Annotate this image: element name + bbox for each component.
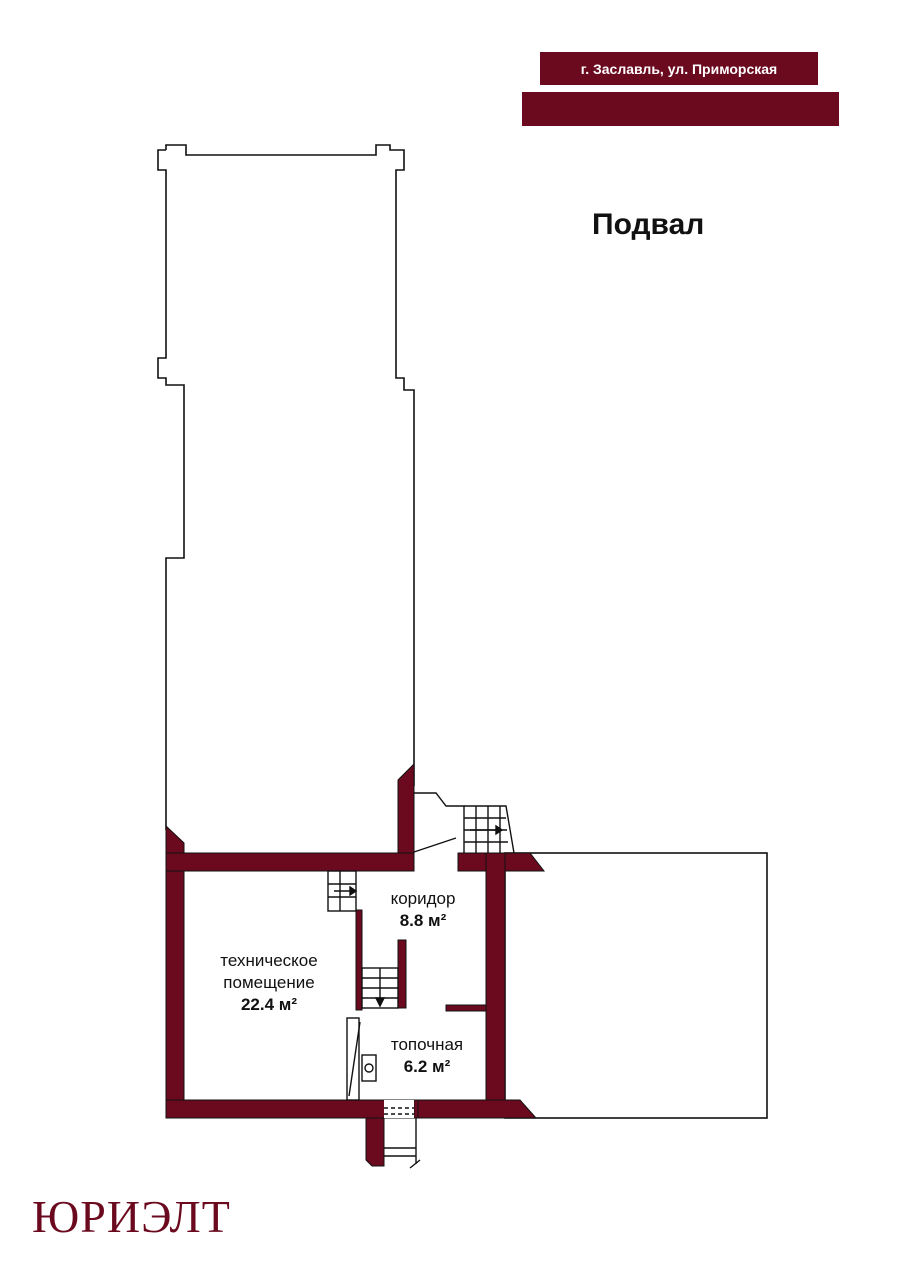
wall-upper-stub xyxy=(397,762,415,854)
room-label-tech: техническое помещение 22.4 м² xyxy=(196,950,342,1016)
room-area-boiler: 6.2 м² xyxy=(403,1057,451,1076)
door-boiler xyxy=(346,1017,377,1101)
wall-inner-partition xyxy=(355,909,363,1011)
address-text: г. Заславль, ул. Приморская xyxy=(580,60,778,77)
room-name-tech-line2: помещение xyxy=(223,973,315,992)
floor-title: Подвал xyxy=(592,208,705,241)
brand-logo: ЮРИЭЛТ xyxy=(32,1191,231,1242)
room-area-tech: 22.4 м² xyxy=(240,995,298,1014)
wall-entrance-left xyxy=(365,1117,385,1167)
upper-outline xyxy=(157,144,415,830)
wall-entrance-right xyxy=(413,1099,419,1119)
annex-outline xyxy=(504,852,768,1119)
room-label-corridor: коридор 8.8 м² xyxy=(368,888,478,932)
address-banner: г. Заславль, ул. Приморская xyxy=(540,52,818,85)
room-label-boiler: топочная 6.2 м² xyxy=(372,1034,482,1078)
stairs-corridor xyxy=(361,967,399,1009)
wall-boiler-stub xyxy=(445,1004,487,1012)
door-opening-bottom xyxy=(384,1100,414,1118)
room-area-corridor: 8.8 м² xyxy=(399,911,447,930)
stairs-entrance xyxy=(384,1107,421,1169)
room-name-boiler: топочная xyxy=(390,1035,464,1054)
room-name-tech-line1: техническое xyxy=(220,951,318,970)
basement-walls xyxy=(165,762,546,1167)
wall-top-left xyxy=(165,852,415,872)
room-name-corridor: коридор xyxy=(390,889,456,908)
wall-bottom xyxy=(165,1099,538,1119)
stairs-upper xyxy=(413,792,515,854)
wall-right xyxy=(485,852,506,1101)
header-accent-bar xyxy=(522,92,839,126)
wall-corridor-stub xyxy=(397,939,407,1009)
stairs-tech-room xyxy=(327,870,358,912)
